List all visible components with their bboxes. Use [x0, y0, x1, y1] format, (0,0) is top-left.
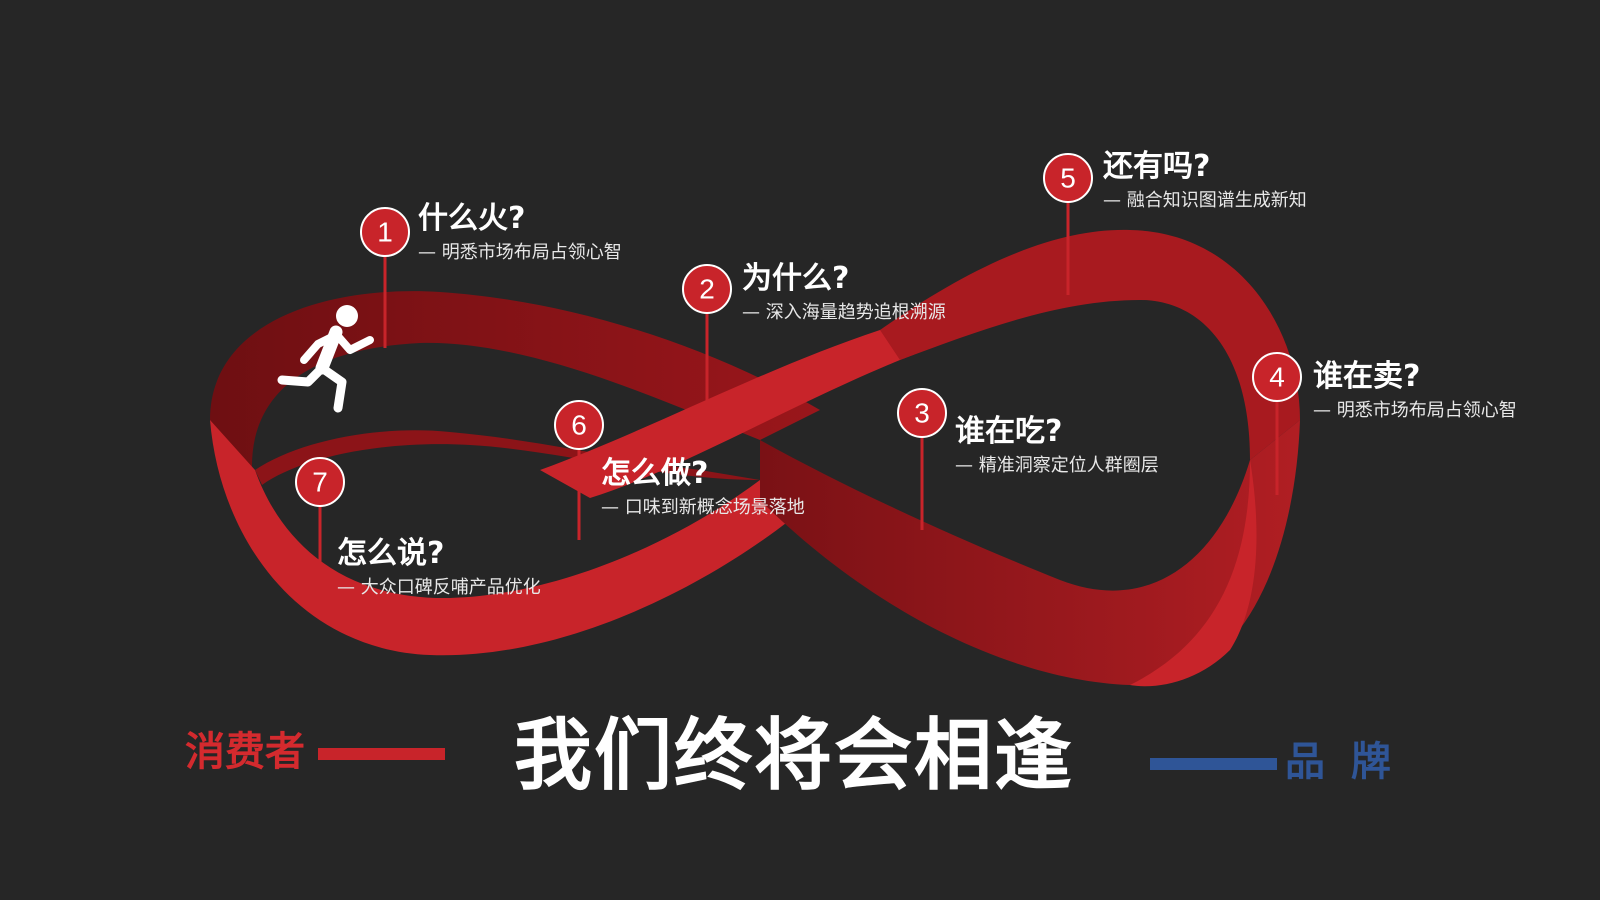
node-5-number: 5	[1060, 163, 1076, 194]
step-6-title: 怎么做?	[601, 456, 709, 491]
step-1-title: 什么火?	[418, 201, 526, 236]
node-1: 1	[360, 207, 410, 257]
node-6-number: 6	[571, 410, 587, 441]
node-1-number: 1	[377, 217, 393, 248]
step-7-subtitle: — 大众口碑反哺产品优化	[337, 577, 541, 598]
step-5-title: 还有吗?	[1103, 149, 1211, 184]
step-1-label: 什么火? — 明悉市场布局占领心智	[418, 202, 622, 264]
step-2-title: 为什么?	[742, 261, 850, 296]
node-3: 3	[897, 388, 947, 438]
ribbon-left-front	[210, 420, 790, 656]
node-connectors	[318, 195, 1279, 600]
step-4-subtitle: — 明悉市场布局占领心智	[1313, 400, 1517, 421]
step-3-title: 谁在吃?	[955, 414, 1063, 449]
brand-bar	[1150, 758, 1277, 770]
consumer-label: 消费者	[185, 729, 305, 775]
step-7-label: 怎么说? — 大众口碑反哺产品优化	[337, 537, 541, 599]
step-5-subtitle: — 融合知识图谱生成新知	[1103, 190, 1307, 211]
node-4: 4	[1252, 352, 1302, 402]
step-2-subtitle: — 深入海量趋势追根溯源	[742, 302, 946, 323]
step-3-label: 谁在吃? — 精准洞察定位人群圈层	[955, 415, 1159, 477]
brand-label: 品 牌	[1285, 739, 1397, 785]
ribbon-left-inner	[255, 430, 760, 485]
node-7: 7	[295, 457, 345, 507]
step-1-subtitle: — 明悉市场布局占领心智	[418, 242, 622, 263]
step-2-label: 为什么? — 深入海量趋势追根溯源	[742, 262, 946, 324]
step-7-title: 怎么说?	[337, 536, 445, 571]
running-person-icon	[277, 305, 374, 413]
ribbon-right-front	[1130, 460, 1257, 687]
step-6-subtitle: — 口味到新概念场景落地	[601, 497, 805, 518]
consumer-bar	[318, 748, 445, 760]
node-3-number: 3	[914, 398, 930, 429]
node-4-number: 4	[1269, 362, 1285, 393]
step-5-label: 还有吗? — 融合知识图谱生成新知	[1103, 150, 1307, 212]
node-7-number: 7	[312, 467, 328, 498]
node-5: 5	[1043, 153, 1093, 203]
step-3-subtitle: — 精准洞察定位人群圈层	[955, 455, 1159, 476]
step-6-label: 怎么做? — 口味到新概念场景落地	[601, 457, 805, 519]
slogan-title: 我们终将会相逢	[514, 711, 1075, 801]
node-6: 6	[554, 400, 604, 450]
ribbon-right-lower	[760, 420, 1300, 686]
step-4-label: 谁在卖? — 明悉市场布局占领心智	[1313, 360, 1517, 422]
node-2: 2	[682, 264, 732, 314]
ribbon-left-back	[210, 291, 820, 470]
node-2-number: 2	[699, 274, 715, 305]
step-4-title: 谁在卖?	[1313, 359, 1421, 394]
ribbon-right-top	[880, 229, 1300, 460]
